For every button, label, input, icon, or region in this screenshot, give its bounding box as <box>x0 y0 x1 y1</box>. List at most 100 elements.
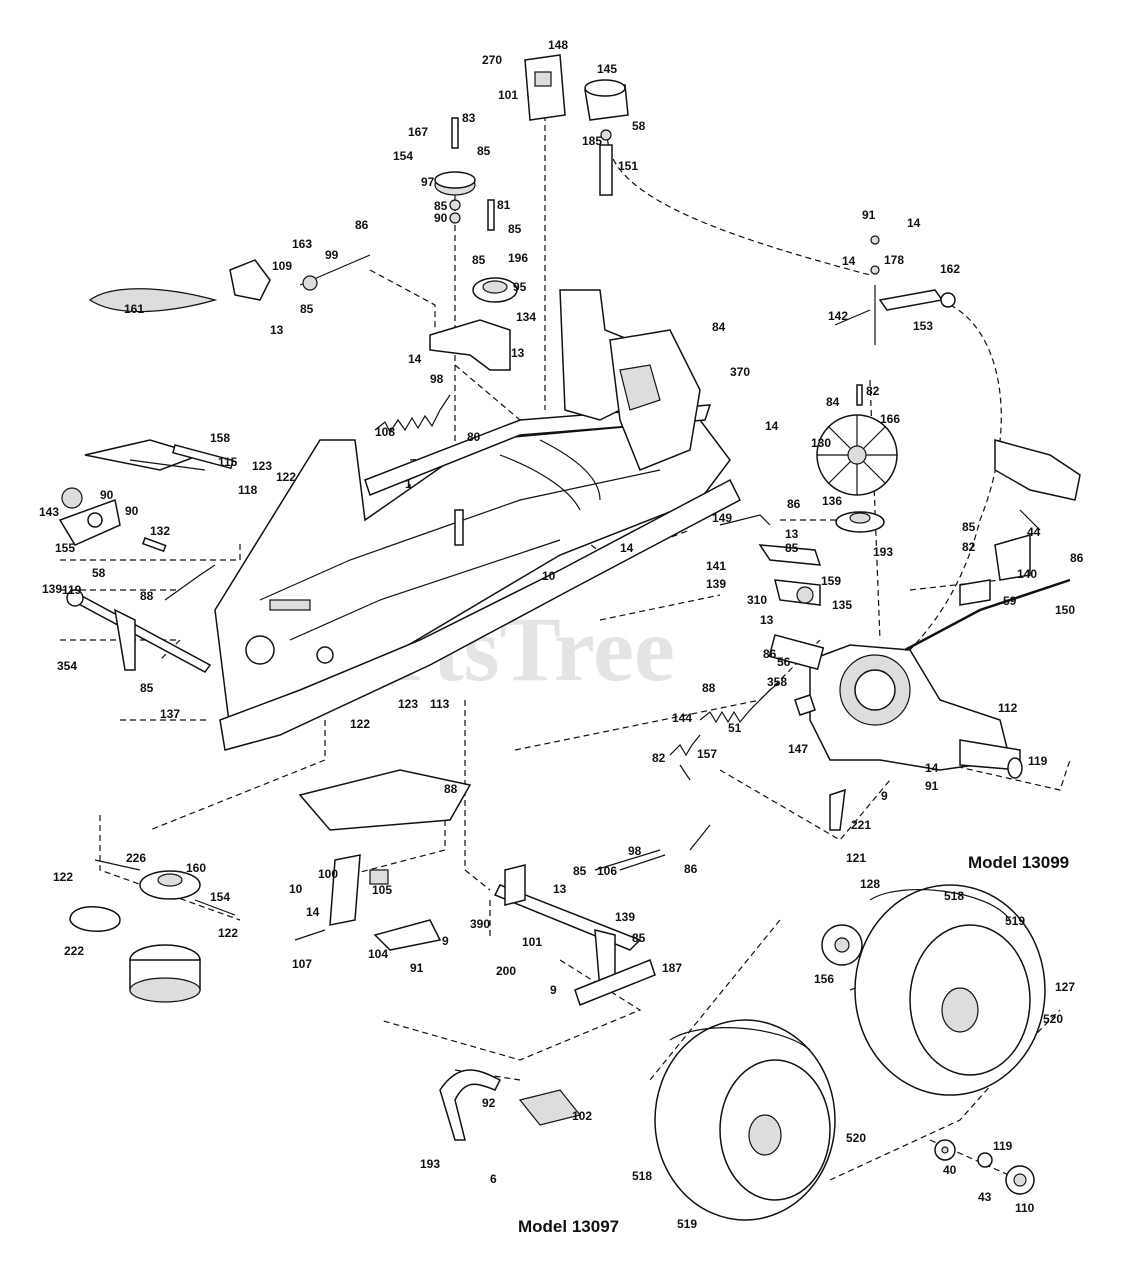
callout-label: 134 <box>516 310 536 324</box>
callout-label: 141 <box>706 559 726 573</box>
callout-label: 119 <box>62 583 82 597</box>
callout-label: 91 <box>410 961 424 975</box>
callout-label: 520 <box>1043 1012 1063 1026</box>
callout-label: 13 <box>785 527 799 541</box>
callout-label: 167 <box>408 125 428 139</box>
callout-label: 137 <box>160 707 180 721</box>
callout-label: 310 <box>747 593 767 607</box>
callout-label: 221 <box>851 818 871 832</box>
callout-label: 113 <box>430 697 450 711</box>
callout-label: 9 <box>442 934 449 948</box>
callout-label: 390 <box>470 917 490 931</box>
callout-label: 226 <box>126 851 146 865</box>
callout-label: 80 <box>467 430 481 444</box>
callout-label: 153 <box>913 319 933 333</box>
callout-label: 130 <box>811 436 831 450</box>
model-13097-label: Model 13097 <box>518 1217 619 1236</box>
callout-label: 155 <box>55 541 75 555</box>
callout-label: 123 <box>398 697 418 711</box>
callout-label: 519 <box>1005 914 1025 928</box>
callout-label: 14 <box>620 541 634 555</box>
callout-label: 147 <box>788 742 808 756</box>
callout-label: 128 <box>860 877 880 891</box>
callout-label: 136 <box>822 494 842 508</box>
transaxle <box>768 634 1023 779</box>
callout-label: 144 <box>672 711 692 725</box>
callout-label: 107 <box>292 957 312 971</box>
callout-label: 139 <box>615 910 635 924</box>
callout-label: 14 <box>907 216 921 230</box>
callout-label: 84 <box>712 320 726 334</box>
callout-label: 156 <box>814 972 834 986</box>
callout-label: 82 <box>652 751 666 765</box>
callout-label: 58 <box>92 566 106 580</box>
callout-label: 112 <box>998 701 1018 715</box>
wheel-model-13097 <box>654 1019 836 1221</box>
seat-parts <box>84 288 234 471</box>
callout-label: 85 <box>632 931 646 945</box>
callout-label: 90 <box>434 211 448 225</box>
callout-label: 95 <box>513 280 527 294</box>
wheel-model-13099 <box>854 884 1046 1096</box>
callout-label: 86 <box>787 497 801 511</box>
callouts: 270 148 101 145 58 185 151 167 83 154 85… <box>39 38 1084 1231</box>
callout-label: 145 <box>597 62 617 76</box>
callout-label: 85 <box>300 302 314 316</box>
callout-label: 88 <box>444 782 458 796</box>
callout-label: 354 <box>57 659 77 673</box>
callout-label: 82 <box>866 384 880 398</box>
callout-label: 122 <box>53 870 73 884</box>
callout-label: 157 <box>697 747 717 761</box>
callout-label: 13 <box>270 323 284 337</box>
callout-label: 85 <box>477 144 491 158</box>
callout-label: 122 <box>350 717 370 731</box>
callout-label: 9 <box>881 789 888 803</box>
callout-label: 43 <box>978 1190 992 1204</box>
rod-221 <box>689 788 846 851</box>
callout-label: 200 <box>496 964 516 978</box>
callout-label: 14 <box>306 905 320 919</box>
callout-label: 519 <box>677 1217 697 1231</box>
callout-label: 158 <box>210 431 230 445</box>
callout-label: 118 <box>238 483 258 497</box>
callout-label: 88 <box>140 589 154 603</box>
callout-label: 127 <box>1055 980 1075 994</box>
callout-label: 86 <box>1070 551 1084 565</box>
callout-label: 193 <box>420 1157 440 1171</box>
callout-label: 161 <box>124 302 144 316</box>
callout-label: 109 <box>272 259 292 273</box>
callout-label: 139 <box>42 582 62 596</box>
callout-label: 151 <box>618 159 638 173</box>
callout-label: 90 <box>125 504 139 518</box>
callout-label: 162 <box>940 262 960 276</box>
callout-label: 14 <box>925 761 939 775</box>
fan-pulley <box>816 384 898 533</box>
callout-label: 91 <box>925 779 939 793</box>
callout-label: 56 <box>777 655 791 669</box>
callout-label: 101 <box>498 88 518 102</box>
callout-label: 148 <box>548 38 568 52</box>
brake-pedal <box>439 1069 582 1141</box>
callout-label: 115 <box>218 455 238 469</box>
callout-label: 142 <box>828 309 848 323</box>
callout-label: 85 <box>140 681 154 695</box>
callout-label: 270 <box>482 53 502 67</box>
callout-label: 44 <box>1027 525 1041 539</box>
callout-label: 92 <box>482 1096 496 1110</box>
callout-label: 122 <box>218 926 238 940</box>
callout-label: 6 <box>490 1172 497 1186</box>
callout-label: 81 <box>497 198 511 212</box>
right-bracket <box>904 439 1081 652</box>
callout-label: 1 <box>405 477 412 491</box>
callout-label: 105 <box>372 883 392 897</box>
callout-label: 358 <box>767 675 787 689</box>
left-shaft <box>58 487 216 673</box>
callout-label: 51 <box>728 721 742 735</box>
callout-label: 99 <box>325 248 339 262</box>
callout-label: 85 <box>434 199 448 213</box>
callout-label: 14 <box>408 352 422 366</box>
callout-label: 101 <box>522 935 542 949</box>
pulley-stack <box>229 117 518 371</box>
callout-label: 85 <box>962 520 976 534</box>
